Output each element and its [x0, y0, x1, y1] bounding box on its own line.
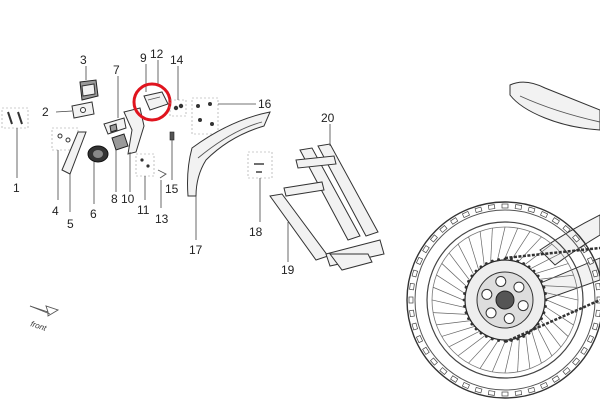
part-1-bolts — [1, 107, 29, 178]
callout-1: 1 — [13, 181, 20, 195]
callout-2: 2 — [42, 105, 49, 119]
part-13-clip — [157, 169, 167, 208]
part-18-fasteners — [247, 151, 273, 222]
callout-10: 10 — [121, 192, 135, 206]
callout-7: 7 — [113, 63, 120, 77]
callout-9: 9 — [140, 51, 147, 65]
hub — [495, 290, 515, 310]
motorcycle-rear-illustration — [406, 81, 600, 399]
sprocket-teeth — [462, 257, 548, 343]
front-label: front — [29, 319, 48, 333]
callout-8: 8 — [111, 192, 118, 206]
callout-13: 13 — [155, 212, 169, 226]
front-direction-arrow: front — [29, 305, 60, 333]
rear-tire — [406, 201, 600, 399]
callout-17: 17 — [189, 243, 203, 257]
callout-3: 3 — [80, 53, 87, 67]
callout-15: 15 — [165, 182, 179, 196]
part-6-horn — [87, 145, 109, 204]
part-17-front-fender — [187, 111, 271, 240]
part-8-connector — [111, 133, 129, 192]
callout-18: 18 — [249, 225, 263, 239]
part-10-headlight-bracket — [123, 107, 145, 192]
seat — [509, 81, 600, 131]
part-11-screws — [135, 153, 155, 200]
callout-6: 6 — [90, 207, 97, 221]
sprocket-holes — [481, 275, 529, 325]
part-20-plate-holder-frame — [269, 124, 385, 271]
callout-11: 11 — [137, 203, 150, 217]
part-14-bolt-set — [169, 66, 187, 117]
callout-16: 16 — [258, 97, 272, 111]
tire-knobs — [408, 203, 600, 397]
callout-14: 14 — [170, 53, 184, 67]
callout-4: 4 — [52, 204, 59, 218]
part-16-hardware-kit — [191, 97, 256, 135]
part-3-switch-housing — [79, 66, 99, 101]
callout-5: 5 — [67, 217, 74, 231]
callout-19: 19 — [281, 263, 295, 277]
part-7-mount-bracket — [103, 76, 127, 135]
part-5-plate — [61, 131, 87, 212]
callout-20: 20 — [321, 111, 335, 125]
callout-12: 12 — [150, 47, 164, 61]
part-2-bracket-plate — [55, 101, 95, 119]
chain — [504, 246, 600, 344]
part-15-pin — [169, 131, 175, 180]
